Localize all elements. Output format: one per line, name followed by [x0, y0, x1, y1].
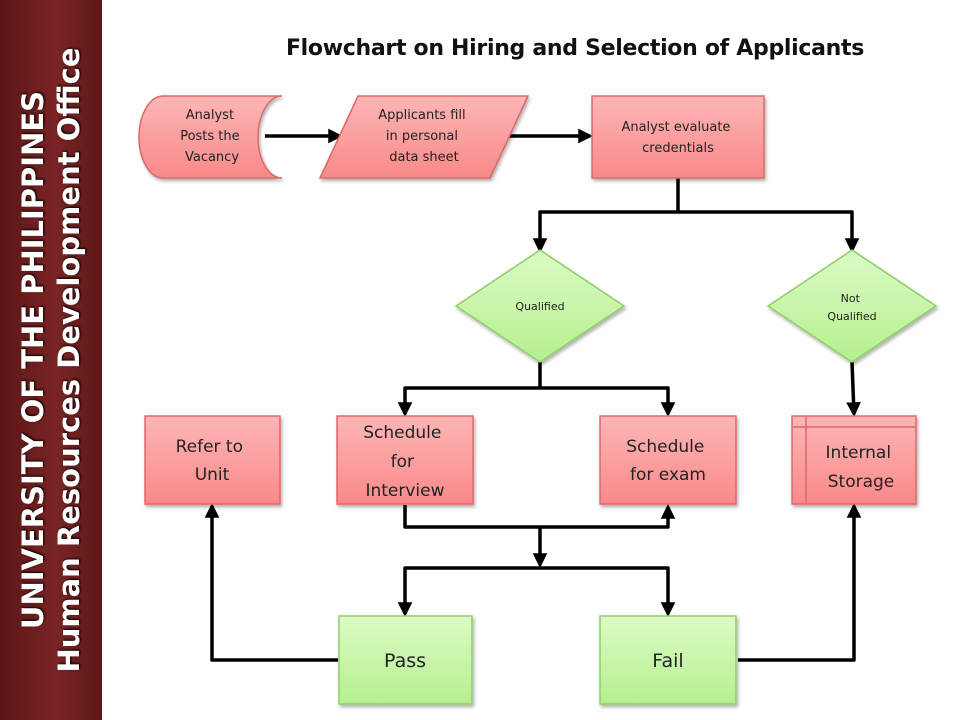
label-analyst-posts: Analyst Posts the Vacancy [180, 108, 244, 165]
arrow-interview-to-exam [403, 504, 676, 529]
shape-not-qualified [766, 249, 938, 363]
arrow-fail-to-storage [738, 503, 862, 662]
shape-qualified [454, 249, 626, 363]
label-analyst-evaluate: Analyst evaluate credentials [621, 120, 734, 156]
arrow-not-qualified-to-storage [846, 361, 861, 417]
label-not-qualified: Not Qualified [827, 292, 876, 323]
shape-analyst-posts [138, 95, 283, 179]
arrow-to-pass [397, 566, 540, 617]
label-qualified: Qualified [515, 300, 564, 313]
shape-schedule-interview [336, 415, 474, 505]
page-title: Flowchart on Hiring and Selection of App… [285, 36, 865, 61]
connectors [204, 128, 862, 662]
label-internal-storage: Internal Storage [826, 443, 897, 492]
shape-internal-storage [791, 415, 917, 505]
label-applicants-fill: Applicants fill in personal data sheet [378, 108, 470, 165]
arrow-to-qualified [532, 210, 678, 253]
shape-applicants-fill [318, 95, 530, 179]
shape-analyst-evaluate [591, 95, 765, 179]
arrow-to-schedule-interview [397, 386, 540, 417]
sidebar-banner: UNIVERSITY OF THE PHILIPPINES Human Reso… [0, 0, 102, 720]
arrow-to-fail [540, 566, 676, 617]
arrow-pass-to-refer [204, 503, 338, 662]
label-refer-to-unit: Refer to Unit [176, 437, 249, 485]
shape-pass [338, 615, 473, 705]
shape-fail [599, 615, 737, 705]
shape-refer-to-unit [144, 415, 281, 505]
label-schedule-exam: Schedule for exam [626, 437, 710, 485]
arrow-to-schedule-exam [540, 386, 676, 417]
shape-schedule-exam [599, 415, 737, 505]
label-fail: Fail [652, 650, 683, 672]
label-schedule-interview: Schedule for Interview [363, 423, 447, 501]
arrow-to-not-qualified [678, 210, 860, 253]
label-pass: Pass [384, 650, 426, 672]
